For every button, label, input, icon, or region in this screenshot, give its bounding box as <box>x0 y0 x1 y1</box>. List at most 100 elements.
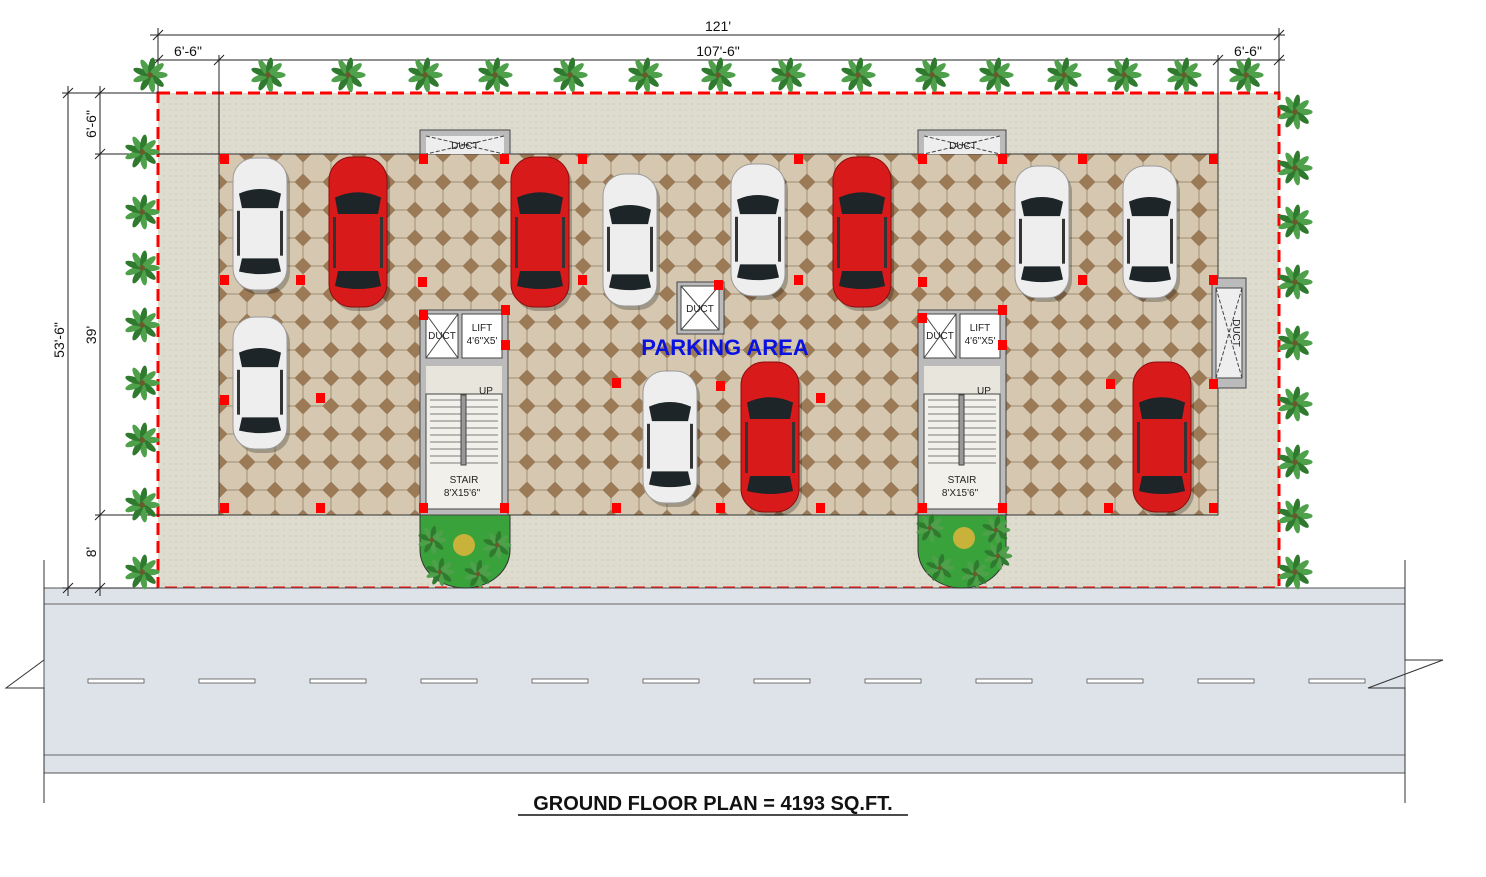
structural-column <box>816 393 825 403</box>
svg-text:STAIR: STAIR <box>450 475 479 486</box>
structural-column <box>612 378 621 388</box>
palm-tree-icon <box>125 487 160 523</box>
red-car-icon <box>510 156 572 311</box>
palm-tree-icon <box>125 554 160 590</box>
structural-column <box>501 305 510 315</box>
svg-text:DUCT: DUCT <box>949 141 977 152</box>
palm-tree-icon <box>1278 554 1313 590</box>
dim-building-width: 107'-6" <box>696 43 739 59</box>
structural-column <box>316 503 325 513</box>
palm-tree-icon <box>926 553 955 583</box>
svg-text:DUCT: DUCT <box>428 331 456 342</box>
palm-tree-icon <box>701 57 736 93</box>
lane-dash <box>642 678 700 684</box>
structural-column <box>578 154 587 164</box>
svg-text:4'6"X5': 4'6"X5' <box>965 336 996 347</box>
duct-right: DUCT <box>1211 277 1247 389</box>
parking-area-label: PARKING AREA <box>641 335 809 360</box>
structural-column <box>419 503 428 513</box>
palm-tree-icon <box>133 57 168 93</box>
white-car-icon <box>602 173 660 310</box>
svg-text:DUCT: DUCT <box>1230 319 1241 347</box>
palm-tree-icon <box>1278 325 1313 361</box>
palm-tree-icon <box>1278 264 1313 300</box>
palm-tree-icon <box>331 57 366 93</box>
dim-right-setback: 6'-6" <box>1234 43 1262 59</box>
white-car-icon <box>1122 165 1180 302</box>
structural-column <box>716 503 725 513</box>
palm-tree-icon <box>418 525 447 555</box>
palm-tree-icon <box>478 57 513 93</box>
structural-column <box>794 275 803 285</box>
lane-dash <box>753 678 811 684</box>
structural-column <box>418 277 427 287</box>
dim-rear-setback: 8' <box>83 547 99 557</box>
plot-boundary <box>156 91 1281 590</box>
structural-column <box>220 503 229 513</box>
structural-column <box>816 503 825 513</box>
red-car-icon <box>328 156 390 311</box>
svg-text:8'X15'6": 8'X15'6" <box>942 488 979 499</box>
lane-dash <box>531 678 589 684</box>
white-car-icon <box>642 370 700 507</box>
palm-tree-icon <box>464 559 493 589</box>
structural-column <box>998 305 1007 315</box>
palm-tree-icon <box>125 365 160 401</box>
palm-tree-icon <box>1167 57 1202 93</box>
svg-text:UP: UP <box>479 386 493 397</box>
svg-text:DUCT: DUCT <box>686 304 714 315</box>
svg-text:LIFT: LIFT <box>970 323 991 334</box>
shrub-icon <box>453 534 475 556</box>
lift-stair-core-right: DUCT LIFT 4'6"X5' UP STAIR 8'X15'6" <box>917 309 1007 516</box>
structural-column <box>500 503 509 513</box>
structural-column <box>998 340 1007 350</box>
structural-column <box>918 154 927 164</box>
structural-column <box>1078 154 1087 164</box>
lane-dash <box>198 678 256 684</box>
palm-tree-icon <box>961 559 990 589</box>
palm-tree-icon <box>125 422 160 458</box>
white-car-icon <box>730 163 788 300</box>
structural-column <box>1106 379 1115 389</box>
svg-text:8'X15'6": 8'X15'6" <box>444 488 481 499</box>
palm-tree-icon <box>553 57 588 93</box>
svg-text:UP: UP <box>977 386 991 397</box>
duct-top-left: DUCT <box>419 129 511 155</box>
structural-column <box>1104 503 1113 513</box>
palm-tree-icon <box>1047 57 1082 93</box>
palm-tree-icon <box>916 513 945 543</box>
white-car-icon <box>232 316 290 453</box>
structural-column <box>794 154 803 164</box>
palm-tree-icon <box>1107 57 1142 93</box>
palm-tree-icon <box>426 557 455 587</box>
structural-column <box>1078 275 1087 285</box>
structural-column <box>918 503 927 513</box>
svg-text:DUCT: DUCT <box>926 331 954 342</box>
structural-column <box>220 395 229 405</box>
palm-tree-icon <box>251 57 286 93</box>
palm-tree-icon <box>408 57 443 93</box>
structural-column <box>918 277 927 287</box>
palm-tree-icon <box>1278 386 1313 422</box>
palm-tree-icon <box>125 194 160 230</box>
dim-overall-width: 121' <box>705 18 731 34</box>
structural-column <box>419 154 428 164</box>
plan-title: GROUND FLOOR PLAN = 4193 SQ.FT. <box>533 793 893 815</box>
palm-tree-icon <box>984 541 1013 571</box>
structural-column <box>500 154 509 164</box>
red-car-icon <box>1132 361 1194 516</box>
palm-tree-icon <box>1278 498 1313 534</box>
palm-tree-icon <box>982 515 1011 545</box>
white-car-icon <box>1014 165 1072 302</box>
structural-column <box>998 154 1007 164</box>
red-car-icon <box>740 361 802 516</box>
palm-tree-icon <box>979 57 1014 93</box>
svg-text:STAIR: STAIR <box>948 475 977 486</box>
palm-tree-icon <box>483 530 512 560</box>
structural-column <box>1209 503 1218 513</box>
shrub-icon <box>953 527 975 549</box>
road <box>4 560 1444 803</box>
lane-dash <box>309 678 367 684</box>
